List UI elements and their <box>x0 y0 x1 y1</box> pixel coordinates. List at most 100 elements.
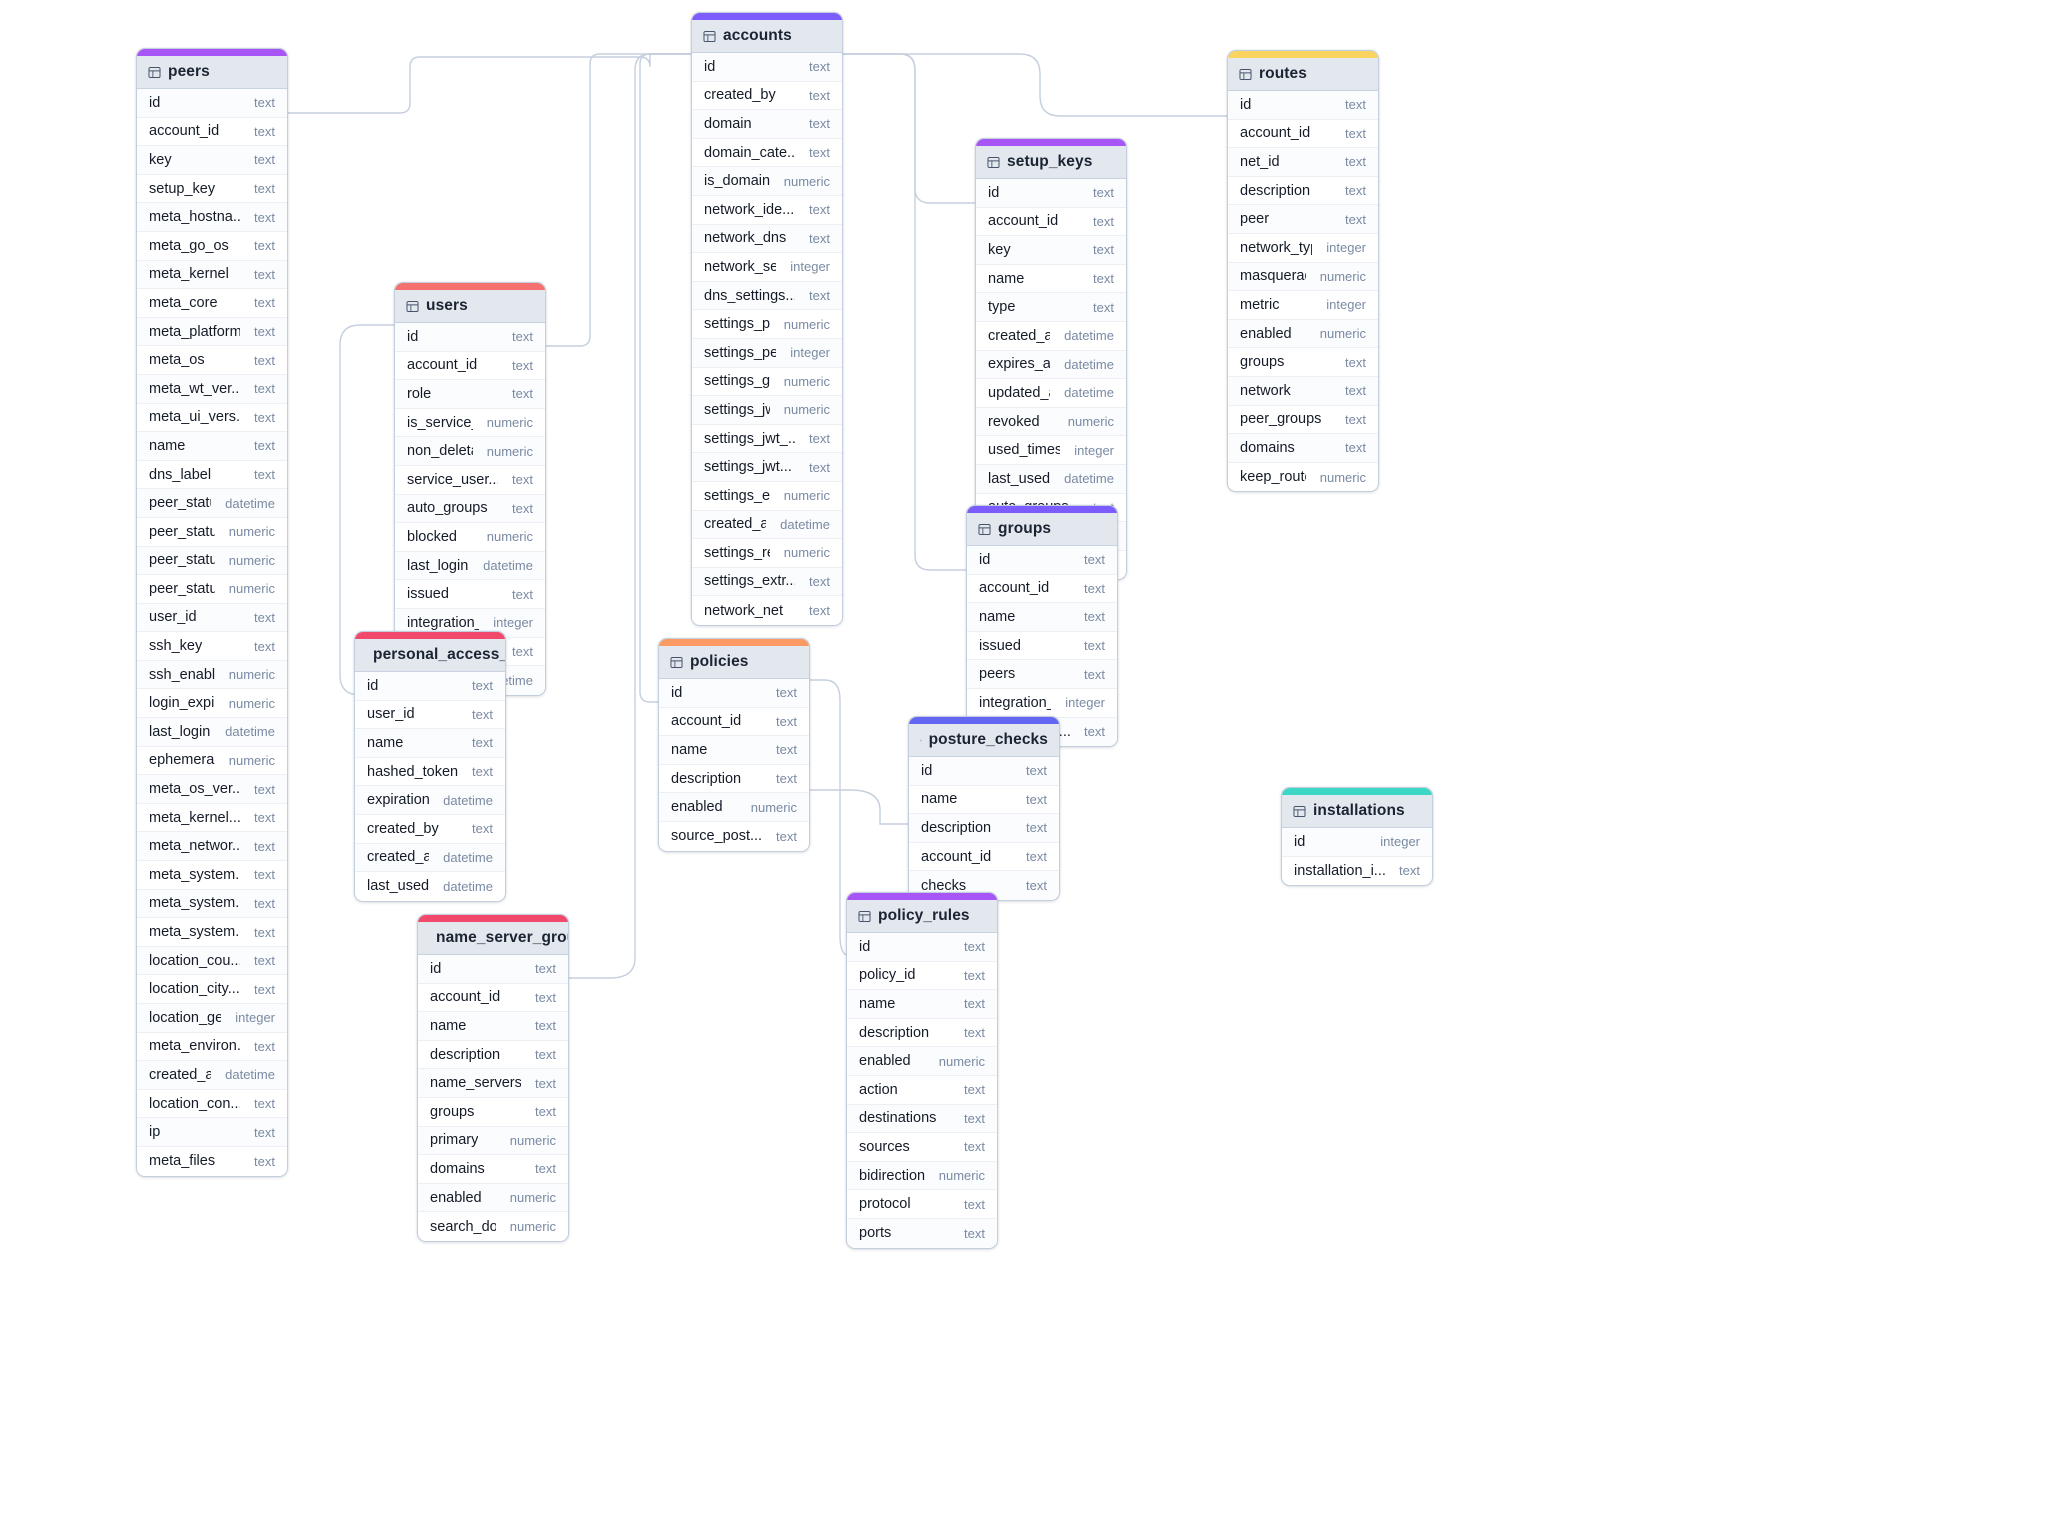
table-field-row[interactable]: settings_jwt_...text <box>692 424 842 454</box>
table-field-row[interactable]: settings_extr...numeric <box>692 481 842 511</box>
table-field-row[interactable]: network_serialinteger <box>692 253 842 282</box>
table-header-routes[interactable]: routes <box>1228 58 1378 91</box>
table-header-posture_checks[interactable]: posture_checks <box>909 724 1059 757</box>
table-field-row[interactable]: source_post...text <box>659 821 809 851</box>
table-field-row[interactable]: meta_hostna...text <box>137 203 287 232</box>
table-header-users[interactable]: users <box>395 290 545 323</box>
table-field-row[interactable]: settings_extr...text <box>692 567 842 597</box>
table-field-row[interactable]: peer_status_...numeric <box>137 517 287 547</box>
table-field-row[interactable]: meta_system...text <box>137 889 287 919</box>
table-header-policies[interactable]: policies <box>659 646 809 679</box>
table-field-row[interactable]: peer_status_...numeric <box>137 575 287 604</box>
table-field-row[interactable]: meta_ui_vers...text <box>137 403 287 433</box>
table-field-row[interactable]: settings_jwt...text <box>692 453 842 482</box>
table-field-row[interactable]: login_expirati...numeric <box>137 689 287 719</box>
table-field-row[interactable]: non_deletablenumeric <box>395 437 545 466</box>
table-field-row[interactable]: location_city...text <box>137 975 287 1004</box>
table-field-row[interactable]: peer_status_...datetime <box>137 489 287 518</box>
table-field-row[interactable]: domain_cate...text <box>692 138 842 168</box>
table-field-row[interactable]: network_ide...text <box>692 195 842 225</box>
table-field-row[interactable]: meta_wt_ver...text <box>137 374 287 404</box>
table-node-personal_access_tokens[interactable]: personal_access_tokensidtextuser_idtextn… <box>354 631 506 902</box>
table-field-row[interactable]: settings_gro...numeric <box>692 367 842 397</box>
table-header-accounts[interactable]: accounts <box>692 20 842 53</box>
table-header-peers[interactable]: peers <box>137 56 287 89</box>
table-field-row[interactable]: settings_pee...numeric <box>692 310 842 339</box>
table-field-row[interactable]: location_con...text <box>137 1089 287 1119</box>
table-field-row[interactable]: installation_i...text <box>1282 856 1432 886</box>
table-field-row[interactable]: meta_os_ver...text <box>137 775 287 804</box>
table-header-personal_access_tokens[interactable]: personal_access_tokens <box>355 639 505 672</box>
table-field-row[interactable]: dns_settings...text <box>692 281 842 311</box>
table-field-row[interactable]: settings_reg...numeric <box>692 539 842 568</box>
table-header-policy_rules[interactable]: policy_rules <box>847 900 997 933</box>
table-field-row[interactable]: integration_r...integer <box>967 688 1117 718</box>
table-header-setup_keys[interactable]: setup_keys <box>976 146 1126 179</box>
table-field-row[interactable]: meta_system...text <box>137 918 287 947</box>
table-field-row[interactable]: meta_kernel...text <box>137 803 287 833</box>
table-header-name_server_groups[interactable]: name_server_groups <box>418 922 568 955</box>
table-field-row[interactable]: meta_networ...text <box>137 832 287 862</box>
table-field-row[interactable]: meta_environ...text <box>137 1032 287 1062</box>
